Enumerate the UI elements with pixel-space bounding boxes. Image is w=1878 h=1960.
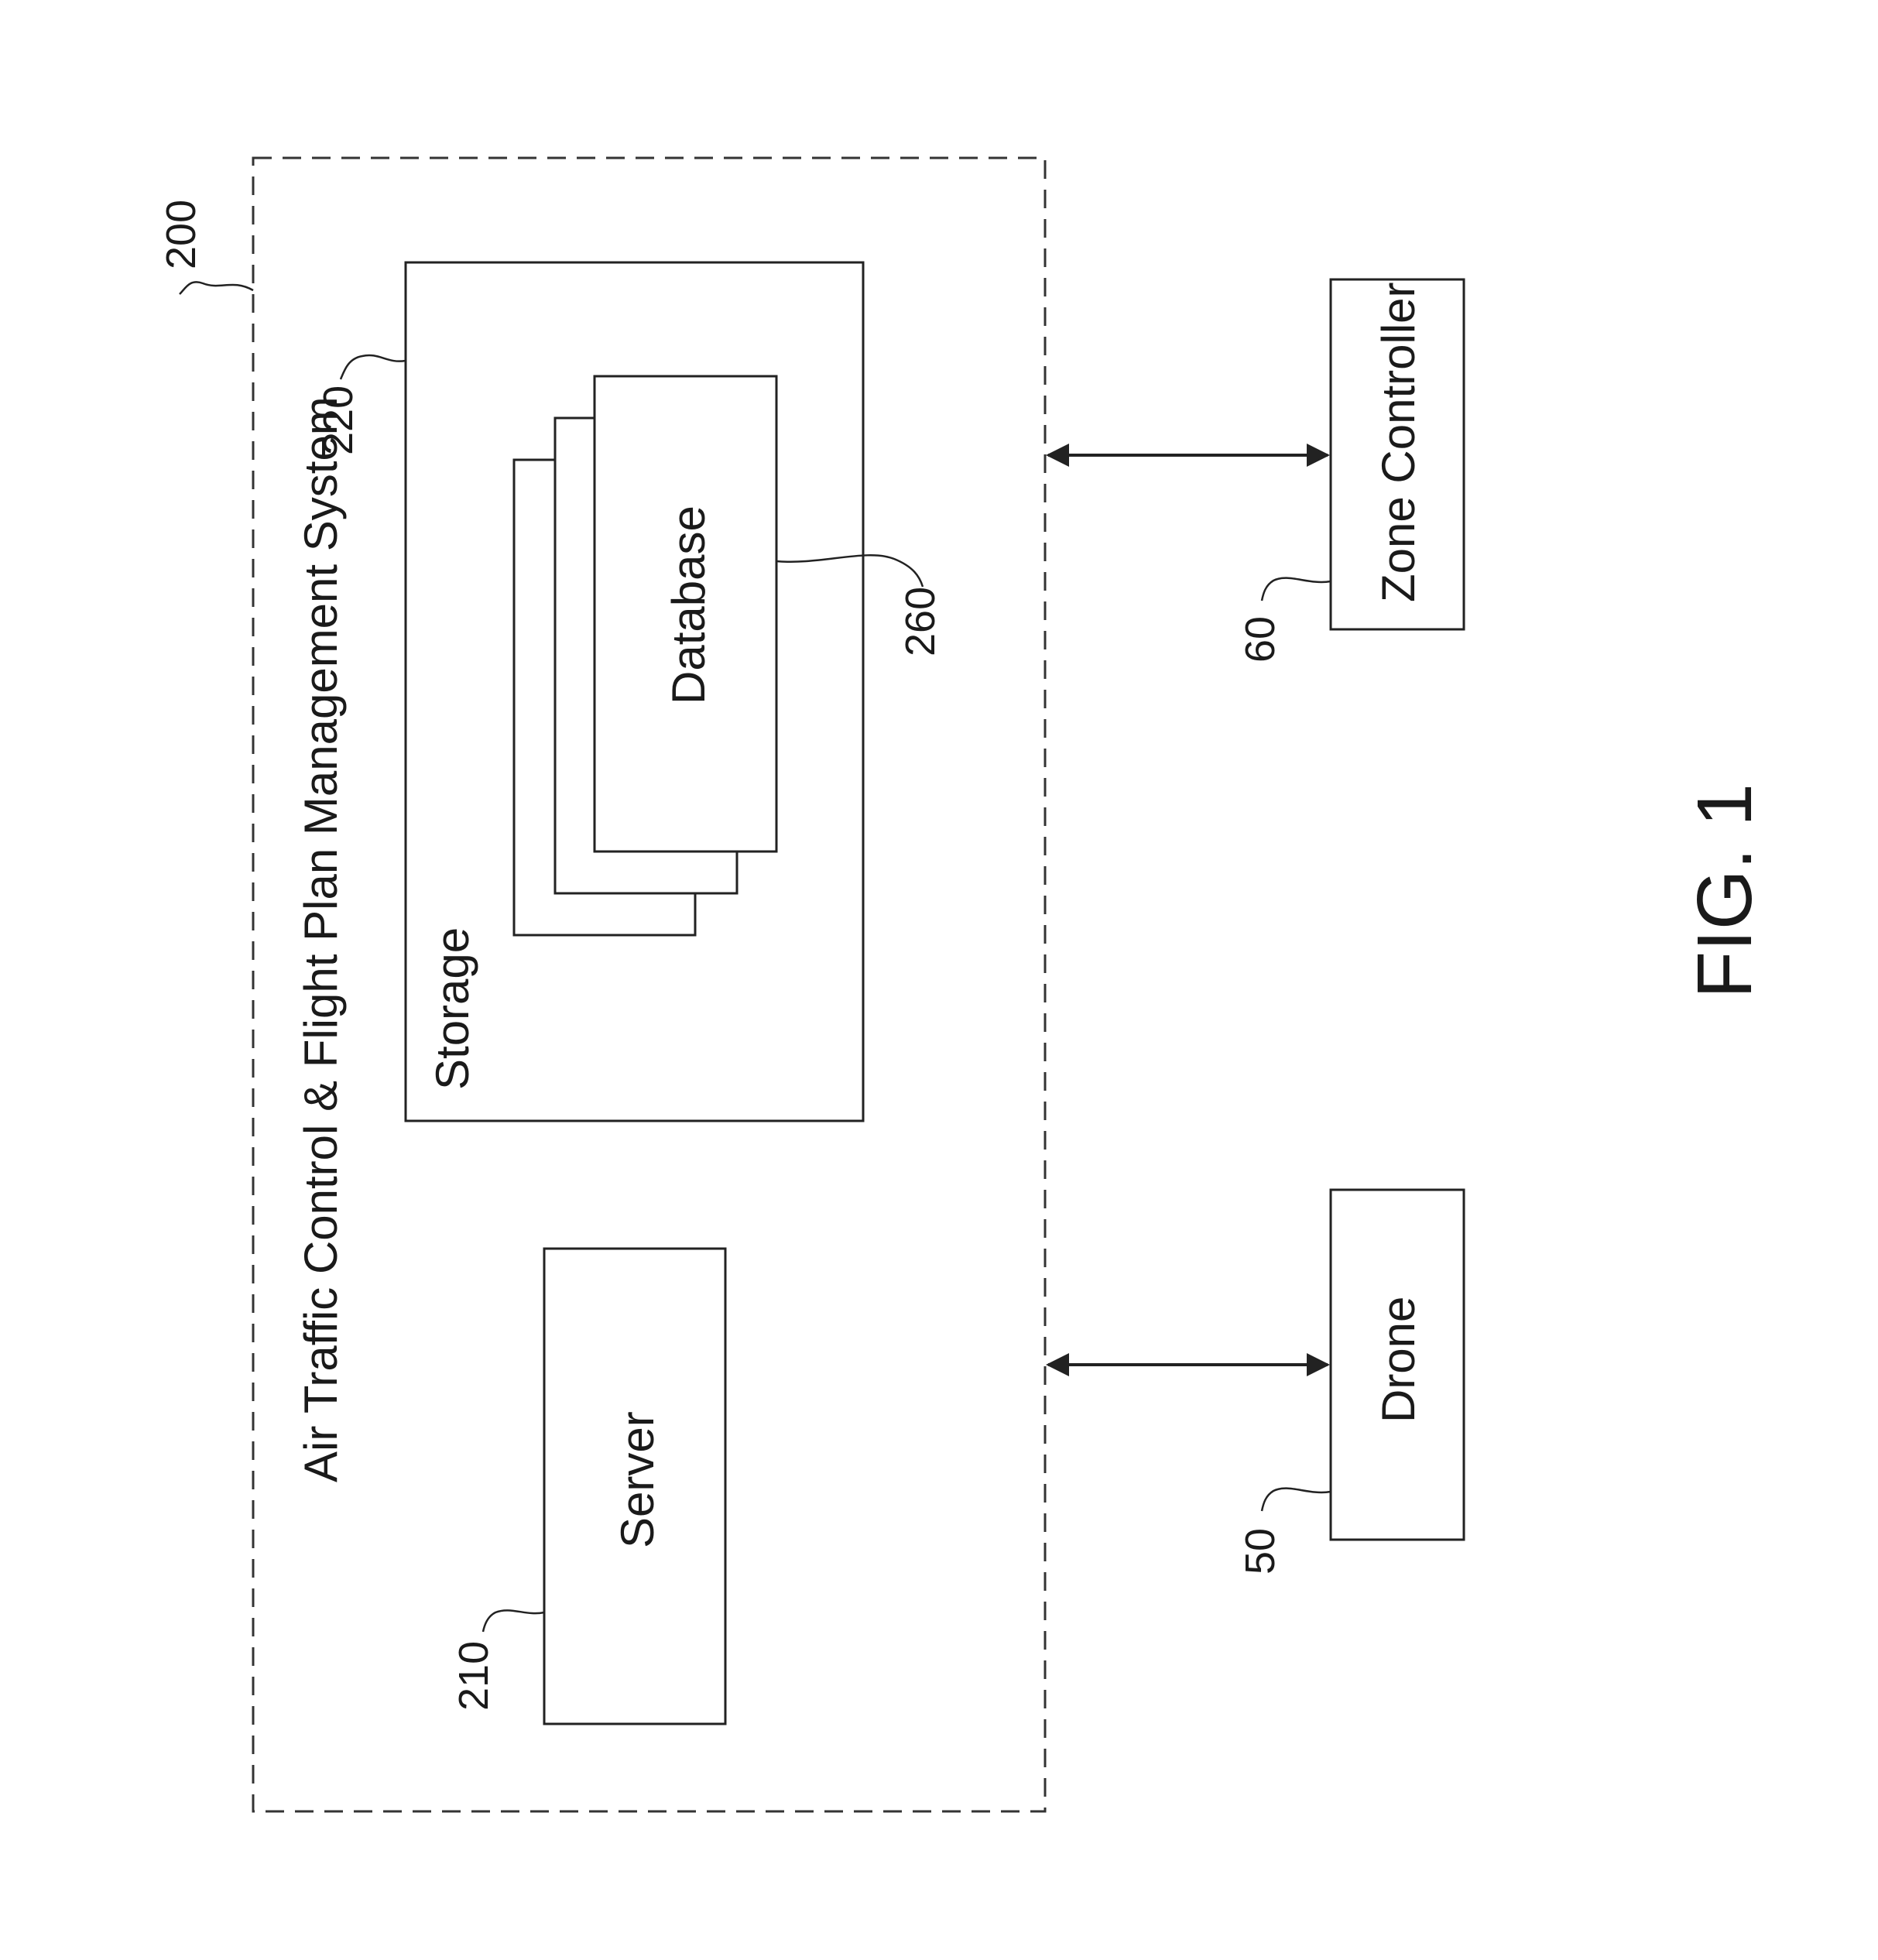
system-ref-number: 200 bbox=[158, 200, 204, 269]
storage-ref-number: 220 bbox=[315, 385, 362, 455]
database-ref-number: 260 bbox=[897, 587, 944, 656]
drone-ref-number: 50 bbox=[1237, 1528, 1283, 1575]
system-title: Air Traffic Control & Flight Plan Manage… bbox=[295, 396, 347, 1482]
server-ref-leader bbox=[483, 1610, 544, 1632]
storage-ref-leader bbox=[341, 355, 406, 379]
system-ref-leader bbox=[180, 282, 253, 294]
drone-label: Drone bbox=[1373, 1297, 1424, 1423]
drone-ref-leader bbox=[1262, 1489, 1331, 1511]
zone-controller-ref-leader bbox=[1262, 578, 1331, 601]
zone-controller-ref-number: 60 bbox=[1237, 616, 1283, 663]
storage-label: Storage bbox=[427, 927, 478, 1090]
server-label: Server bbox=[612, 1411, 663, 1548]
zone-controller-label: Zone Controller bbox=[1373, 282, 1424, 602]
database-label: Database bbox=[663, 505, 715, 704]
server-ref-number: 210 bbox=[451, 1641, 497, 1711]
figure-label: FIG. 1 bbox=[1681, 783, 1768, 999]
